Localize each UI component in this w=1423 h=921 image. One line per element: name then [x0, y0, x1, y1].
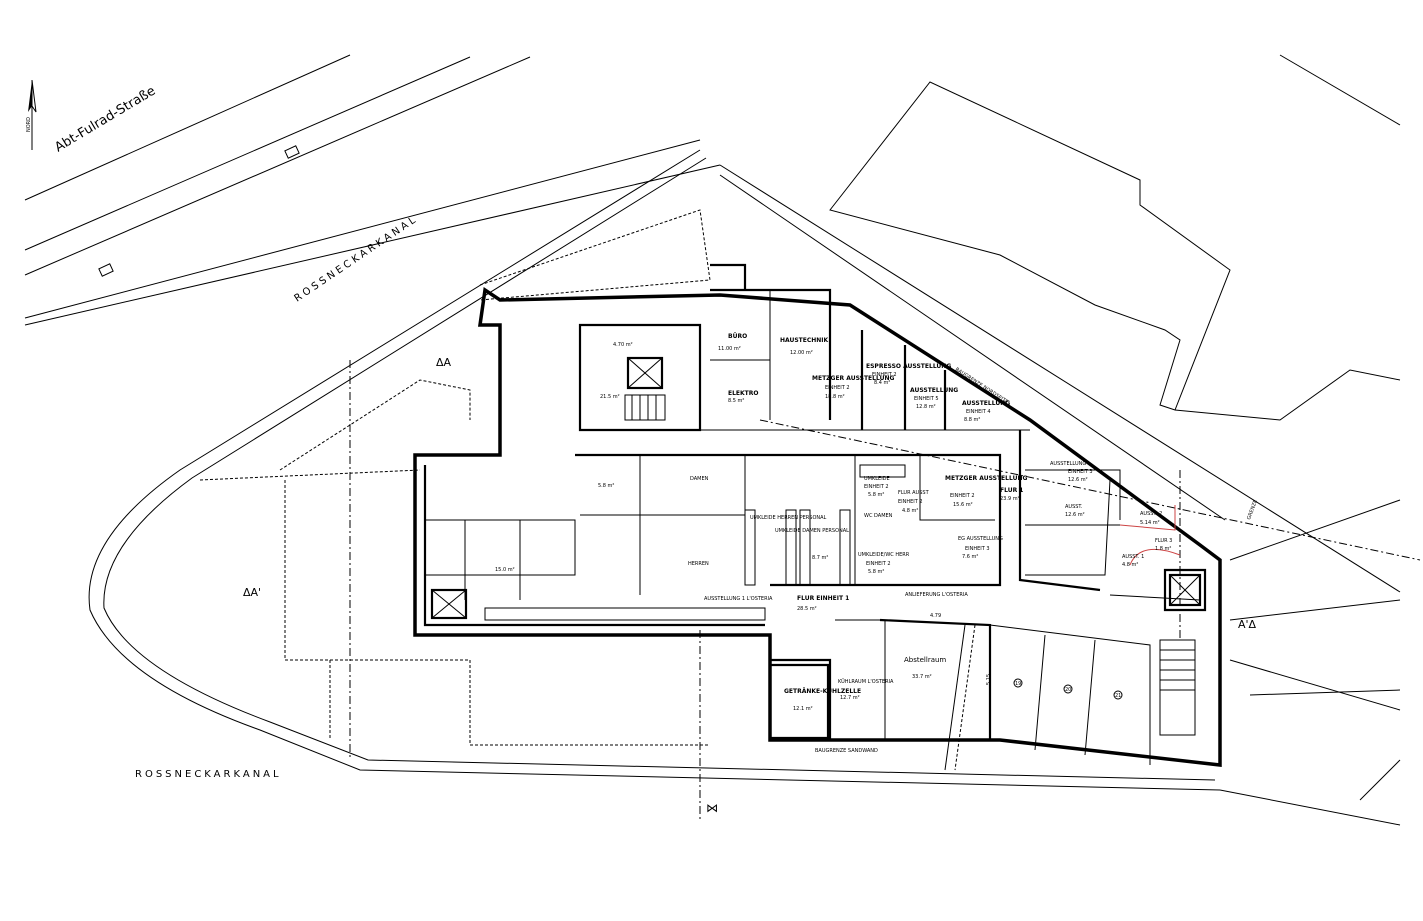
room-area: 1.8 m²: [1155, 546, 1171, 552]
room-name: UMKLEIDE DAMEN PERSONAL: [775, 528, 849, 534]
wall-label: BAUGRENZE SANDWAND: [815, 748, 878, 754]
room-area: 4.8 m²: [902, 508, 918, 514]
room-area: 23.9 m²: [1000, 496, 1020, 502]
room-unit: EINHEIT 5: [914, 396, 939, 402]
stairs: [624, 394, 1195, 691]
room-area: 12.8 m²: [916, 404, 936, 410]
room-area: 8.8 m²: [964, 417, 980, 423]
room-name: ESPRESSO AUSSTELLUNG: [866, 363, 951, 370]
room-area: 4.8 m²: [1122, 562, 1138, 568]
room-name: ELEKTRO: [728, 390, 758, 397]
room-area: 8.5 m²: [728, 398, 744, 404]
room-name: DAMEN: [690, 476, 709, 482]
room-labels: BÜRO 11.00 m² HAUSTECHNIK 12.00 m² ELEKT…: [495, 333, 1172, 712]
room-area: 5.14 m²: [1140, 520, 1160, 526]
room-unit: EINHEIT 4: [966, 409, 991, 415]
boundary-label: GRENZE: [1246, 499, 1259, 521]
parking-number: 19: [1015, 681, 1021, 687]
room-area: 8.4 m²: [874, 380, 890, 386]
section-mark-a-prime-right: A'Δ: [1238, 618, 1257, 631]
room-name: HAUSTECHNIK: [780, 337, 829, 344]
room-area: 5.8 m²: [868, 492, 884, 498]
room-area: 5.8 m²: [598, 483, 614, 489]
room-area: 8.7 m²: [812, 555, 828, 561]
room-name: AUSSTELLUNG: [1050, 461, 1086, 467]
north-label: NORD: [26, 117, 32, 132]
room-name: UMKLEIDE: [864, 476, 890, 482]
room-name: AUSSTELLUNG 1 L'OSTERIA: [704, 596, 773, 602]
room-area: 28.5 m²: [797, 606, 817, 612]
section-arrow-icon: ⋈: [706, 801, 718, 815]
room-area: 18.8 m²: [825, 394, 845, 400]
room-name: HERREN: [688, 561, 709, 567]
room-name: FLUR 1: [1000, 487, 1023, 494]
room-name: KÜHLRAUM L'OSTERIA: [838, 678, 894, 685]
room-area: 7.6 m²: [962, 554, 978, 560]
elevator-icon: [430, 356, 1202, 620]
parking-number: 21: [1115, 693, 1121, 699]
north-arrow-icon: [28, 79, 37, 150]
room-unit: EINHEIT 2: [872, 372, 897, 378]
room-name: UMKLEIDE HERREN PERSONAL: [750, 515, 827, 521]
room-name: FLUR EINHEIT 1: [797, 595, 849, 602]
room-name: AUSSTELLUNG: [910, 387, 958, 394]
parking-marker: [1113, 690, 1123, 700]
room-unit: EINHEIT 3: [1068, 469, 1093, 475]
parking-marker: [1063, 684, 1073, 694]
room-name: AUSST.: [1065, 504, 1083, 510]
room-area: 33.7 m²: [912, 674, 932, 680]
building-walls: [413, 263, 1222, 771]
room-area: 15.6 m²: [953, 502, 973, 508]
parking-marker: [1013, 678, 1023, 688]
section-mark-a: ΔA: [436, 356, 452, 369]
room-name: AUSST. 2: [1140, 511, 1162, 517]
canal-label-bottom: ROSSNECKARKANAL: [135, 769, 282, 780]
room-area: 21.5 m²: [600, 394, 620, 400]
room-area: 11.00 m²: [718, 346, 741, 352]
room-name: GETRÄNKE-KÜHLZELLE: [784, 688, 861, 695]
room-name: METZGER AUSSTELLUNG: [812, 375, 894, 382]
room-unit: EINHEIT 2: [898, 499, 923, 505]
room-area: 4.70 m²: [613, 342, 633, 348]
room-unit: EINHEIT 2: [950, 493, 975, 499]
neighbor-building: [829, 81, 1231, 411]
lockers: [484, 464, 906, 621]
room-name: UMKLEIDE/WC HERR: [858, 552, 910, 558]
room-name: EG AUSSTELLUNG: [958, 536, 1003, 542]
section-mark-a-prime: ΔA': [243, 586, 261, 599]
dimension: 4.79: [930, 613, 941, 619]
room-name: Abstellraum: [904, 656, 946, 664]
room-area: 12.1 m²: [793, 706, 813, 712]
room-area: 12.6 m²: [1068, 477, 1088, 483]
room-unit: EINHEIT 2: [864, 484, 889, 490]
dimension: 5.15: [986, 674, 992, 685]
room-name: WC DAMEN: [864, 513, 893, 519]
room-name: METZGER AUSSTELLUNG: [945, 475, 1027, 482]
room-name: AUSSTELLUNG: [962, 400, 1010, 407]
room-name: FLUR AUSST: [898, 490, 930, 496]
room-name: FLUR 3: [1155, 538, 1172, 544]
street-name: Abt-Fulrad-Straße: [52, 84, 158, 156]
room-area: 12.6 m²: [1065, 512, 1085, 518]
room-unit: EINHEIT 3: [965, 546, 990, 552]
site-boundary: [88, 54, 1401, 826]
parking-number: 20: [1065, 687, 1071, 693]
room-name: BÜRO: [728, 333, 747, 340]
room-name: ANLIEFERUNG L'OSTERIA: [905, 592, 968, 598]
room-name: AUSST. 1: [1122, 554, 1144, 560]
room-area: 12.00 m²: [790, 350, 813, 356]
room-unit: EINHEIT 2: [866, 561, 891, 567]
room-area: 12.7 m²: [840, 695, 860, 701]
room-unit: EINHEIT 2: [825, 385, 850, 391]
street-lines: [24, 54, 721, 326]
room-area: 15.0 m²: [495, 567, 515, 573]
room-area: 5.8 m²: [868, 569, 884, 575]
